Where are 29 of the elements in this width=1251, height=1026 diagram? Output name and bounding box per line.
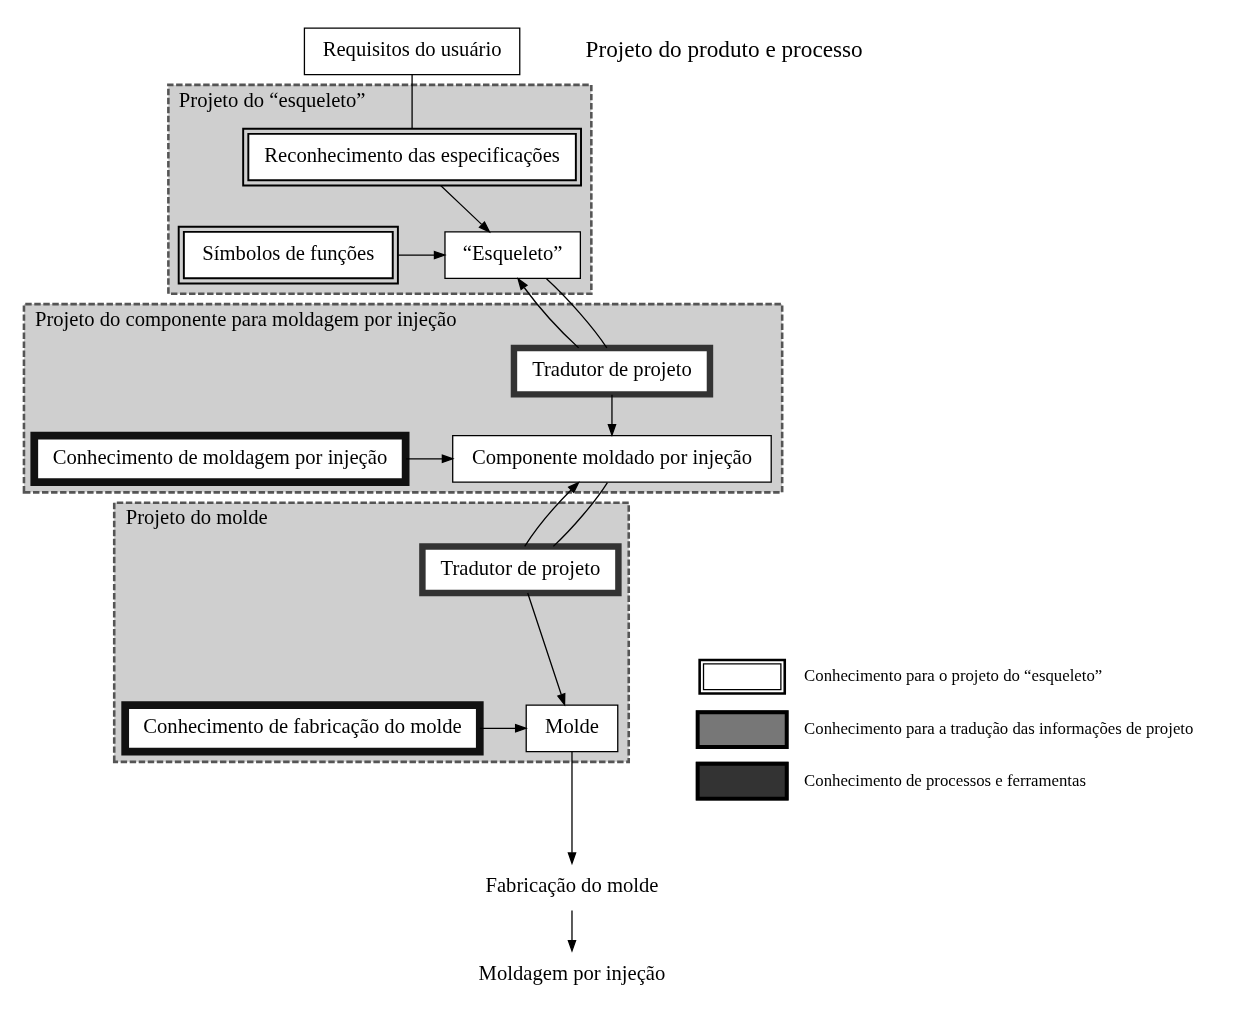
- node-text: Moldagem por injeção: [478, 961, 666, 984]
- arrow: [524, 481, 580, 548]
- arrow: [607, 394, 617, 437]
- node-box: Requisitos do usuário: [303, 27, 521, 76]
- arrow: [397, 250, 447, 260]
- arrow: [567, 751, 577, 866]
- connector: [545, 278, 608, 349]
- label: Projeto do produto e processo: [585, 36, 863, 63]
- arrow: [527, 592, 566, 707]
- legend-label: Conhecimento para a tradução das informações de projeto: [804, 719, 1194, 739]
- arrow: [479, 723, 528, 733]
- connector: [411, 74, 413, 130]
- node-box: “Esqueleto”: [444, 231, 581, 279]
- legend-label: Conhecimento para o projeto do “esqueleto”: [804, 666, 1103, 686]
- node-box: Molde: [525, 704, 619, 753]
- node-box: Conhecimento de moldagem por injeção: [30, 431, 410, 486]
- arrow: [517, 277, 580, 349]
- node-box: Símbolos de funções: [177, 225, 399, 285]
- node-box: Reconhecimento das especificações: [242, 127, 582, 187]
- node-box: Conhecimento de fabricação do molde: [121, 701, 484, 756]
- legend-label: Conhecimento de processos e ferramentas: [804, 770, 1086, 790]
- node-box: Componente moldado por injeção: [452, 435, 772, 483]
- node-box: Tradutor de projeto: [419, 543, 622, 597]
- node-box: Tradutor de projeto: [510, 344, 714, 398]
- connector: [552, 481, 609, 548]
- arrow: [405, 454, 455, 464]
- node-text: Fabricação do molde: [485, 873, 659, 896]
- arrow: [440, 184, 491, 234]
- arrow: [567, 909, 577, 953]
